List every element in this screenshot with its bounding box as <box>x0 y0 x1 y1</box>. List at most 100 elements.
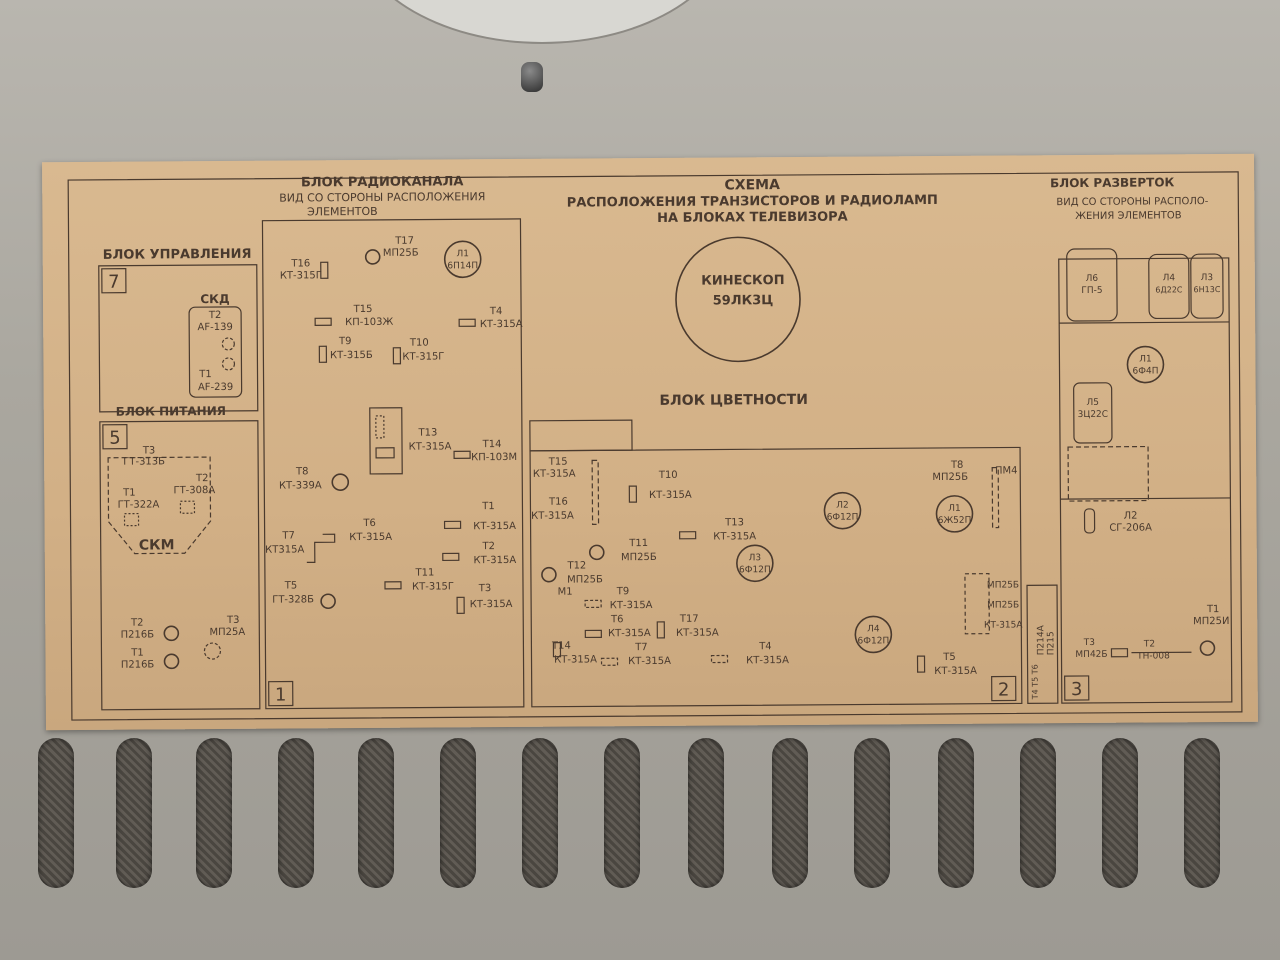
svg-text:П214А: П214А <box>1036 624 1046 655</box>
radio-block-number: 1 <box>275 685 287 706</box>
color-block-box <box>529 446 1023 708</box>
svg-text:МП42Б: МП42Б <box>1075 650 1107 660</box>
svg-text:КП-103Ж: КП-103Ж <box>345 317 393 328</box>
vent-slot <box>1020 738 1056 888</box>
diagram-sticker: СХЕМА РАСПОЛОЖЕНИЯ ТРАНЗИСТОРОВ И РАДИОЛ… <box>42 153 1258 731</box>
sweep-parts: Л6 ГП-5 Л4 6Д22С Л3 6Н13С Л1 6Ф4П Л5 3Ц2… <box>1060 248 1231 662</box>
svg-text:T5: T5 <box>942 652 956 663</box>
svg-text:П215: П215 <box>1046 631 1056 655</box>
vent-slot <box>688 738 724 888</box>
svg-text:M1: M1 <box>558 587 573 598</box>
svg-text:ГТ-313Б: ГТ-313Б <box>123 456 165 467</box>
svg-text:Л1: Л1 <box>948 504 961 514</box>
svg-text:КТ-315А: КТ-315А <box>533 469 576 480</box>
svg-text:6Н13С: 6Н13С <box>1193 285 1220 294</box>
svg-text:T15: T15 <box>548 457 568 468</box>
svg-text:T16: T16 <box>290 258 310 269</box>
control-block-number: 7 <box>108 272 120 293</box>
svg-text:КТ-315А: КТ-315А <box>531 511 574 522</box>
svg-text:ЖЕНИЯ ЭЛЕМЕНТОВ: ЖЕНИЯ ЭЛЕМЕНТОВ <box>1075 210 1182 222</box>
svg-text:ГП-5: ГП-5 <box>1081 286 1102 296</box>
svg-text:T1: T1 <box>122 488 136 499</box>
vent-slot <box>440 738 476 888</box>
skm-label: СКМ <box>139 537 175 553</box>
svg-text:Л1: Л1 <box>1139 354 1152 364</box>
svg-text:6П14П: 6П14П <box>447 261 478 271</box>
svg-text:КТ-315А: КТ-315А <box>554 654 597 665</box>
vent-slot <box>278 738 314 888</box>
svg-text:П216Б: П216Б <box>121 629 155 640</box>
svg-text:T3: T3 <box>1083 638 1095 648</box>
svg-text:6Ф12П: 6Ф12П <box>858 636 890 646</box>
vent-slot <box>116 738 152 888</box>
svg-text:МП25Б: МП25Б <box>567 574 603 585</box>
svg-text:КТ315А: КТ315А <box>265 544 304 555</box>
vent-slot <box>1184 738 1220 888</box>
title-line-2: РАСПОЛОЖЕНИЯ ТРАНЗИСТОРОВ И РАДИОЛАМП <box>567 193 938 211</box>
svg-text:6Ф12П: 6Ф12П <box>827 513 859 523</box>
kinescope-name: КИНЕСКОП <box>701 273 784 289</box>
svg-text:T11: T11 <box>628 538 648 549</box>
svg-text:КТ-315Б: КТ-315Б <box>330 350 373 361</box>
svg-text:T2: T2 <box>195 473 209 484</box>
svg-text:МП25А: МП25А <box>209 627 245 638</box>
svg-text:КТ-315А: КТ-315А <box>349 532 392 543</box>
svg-text:T8: T8 <box>295 466 309 477</box>
vent-slot <box>938 738 974 888</box>
svg-text:6Ж52П: 6Ж52П <box>938 516 972 526</box>
svg-text:КТ-315А: КТ-315А <box>608 628 651 639</box>
svg-text:T3: T3 <box>226 615 240 626</box>
svg-text:СГ-206А: СГ-206А <box>1109 522 1152 533</box>
svg-text:Л2: Л2 <box>1124 511 1138 522</box>
svg-text:Л6: Л6 <box>1086 274 1099 284</box>
svg-text:МП25Б: МП25Б <box>932 472 968 483</box>
side-strip <box>1026 584 1059 704</box>
svg-text:T4: T4 <box>758 641 772 652</box>
svg-text:КТ-315А: КТ-315А <box>649 490 692 501</box>
control-block-box <box>98 264 259 413</box>
svg-text:КТ-315Г: КТ-315Г <box>280 270 322 281</box>
svg-text:T7: T7 <box>634 642 648 653</box>
svg-text:T1: T1 <box>130 648 144 659</box>
svg-text:КТ-315А: КТ-315А <box>676 628 719 639</box>
skd-module <box>188 306 243 398</box>
svg-text:T10: T10 <box>658 470 678 481</box>
svg-text:3Ц22С: 3Ц22С <box>1078 410 1109 420</box>
svg-text:T5: T5 <box>284 580 298 591</box>
vent-slot <box>358 738 394 888</box>
svg-text:T3: T3 <box>478 583 492 594</box>
svg-text:ВИД СО СТОРОНЫ РАСПОЛОЖЕНИЯ: ВИД СО СТОРОНЫ РАСПОЛОЖЕНИЯ <box>279 190 485 204</box>
title-line-3: НА БЛОКАХ ТЕЛЕВИЗОРА <box>657 210 848 226</box>
svg-text:ГТ-308А: ГТ-308А <box>173 485 215 496</box>
dial-disc <box>350 0 734 44</box>
sweep-block-box <box>1058 257 1233 704</box>
vent-slot <box>522 738 558 888</box>
svg-text:6Д22С: 6Д22С <box>1155 285 1183 294</box>
layout-diagram-svg: СХЕМА РАСПОЛОЖЕНИЯ ТРАНЗИСТОРОВ И РАДИОЛ… <box>67 171 1243 721</box>
screw-head <box>521 62 543 92</box>
power-block-number: 5 <box>109 428 121 449</box>
svg-text:Л1: Л1 <box>456 249 469 259</box>
svg-text:T2: T2 <box>208 310 222 321</box>
svg-text:ТН-008: ТН-008 <box>1136 651 1170 661</box>
kinescope-circle <box>675 236 801 363</box>
svg-text:T4 T5 T6: T4 T5 T6 <box>1031 664 1040 700</box>
svg-text:T4: T4 <box>489 306 503 317</box>
svg-text:КТ-315А: КТ-315А <box>610 600 653 611</box>
svg-text:T1: T1 <box>198 369 212 380</box>
svg-text:T2: T2 <box>481 541 495 552</box>
sweep-block-number: 3 <box>1071 679 1083 700</box>
svg-text:T13: T13 <box>724 517 744 528</box>
svg-text:T8: T8 <box>950 460 964 471</box>
svg-text:T17: T17 <box>679 614 699 625</box>
svg-text:ВИД СО СТОРОНЫ РАСПОЛО-: ВИД СО СТОРОНЫ РАСПОЛО- <box>1056 196 1208 208</box>
radio-parts: T17 МП25Б Л1 6П14П T16 КТ-315Г T15 КП-10… <box>265 236 523 614</box>
svg-text:КП-103М: КП-103М <box>471 452 517 463</box>
svg-text:T7: T7 <box>281 530 295 541</box>
svg-text:МП25Б: МП25Б <box>987 580 1019 590</box>
radio-block-label: БЛОК РАДИОКАНАЛА <box>301 174 464 190</box>
svg-text:T12: T12 <box>566 560 586 571</box>
sweep-block-label: БЛОК РАЗВЕРТОК <box>1050 175 1175 190</box>
svg-text:T14: T14 <box>482 439 502 450</box>
svg-text:6Ф12П: 6Ф12П <box>739 565 771 575</box>
